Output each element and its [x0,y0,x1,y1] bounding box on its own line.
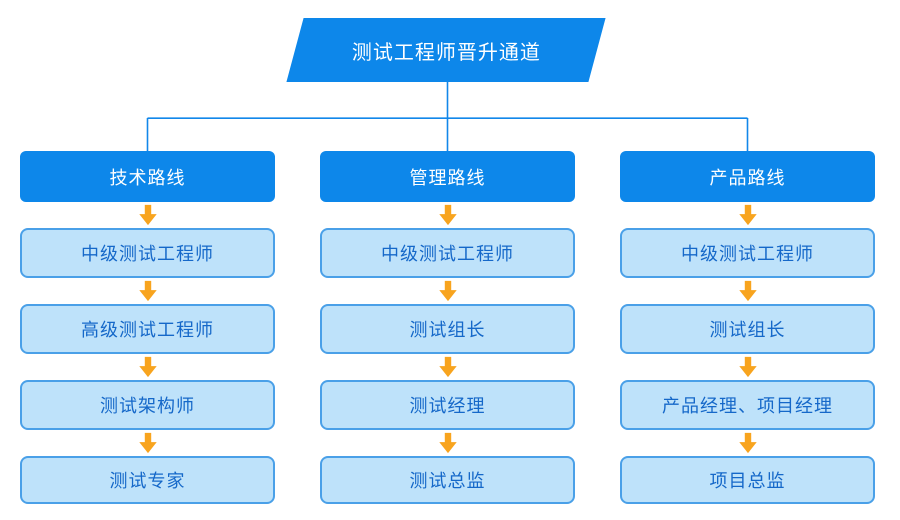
step-box: 测试总监 [320,456,575,504]
step-box: 测试组长 [320,304,575,354]
down-arrow-icon [620,430,875,456]
step-box: 中级测试工程师 [20,228,275,278]
step-box: 测试组长 [620,304,875,354]
down-arrow-icon [20,278,275,304]
down-arrow-icon [620,278,875,304]
down-arrow-icon [620,202,875,228]
down-arrow-icon [320,202,575,228]
down-arrow-icon [620,354,875,380]
down-arrow-icon [20,354,275,380]
step-box: 产品经理、项目经理 [620,380,875,430]
down-arrow-icon [320,278,575,304]
step-box: 测试经理 [320,380,575,430]
chart-title: 测试工程师晋升通道 [351,41,541,64]
down-arrow-icon [320,354,575,380]
step-box: 测试专家 [20,456,275,504]
column-header-technical: 技术路线 [20,151,275,202]
column-management: 管理路线 中级测试工程师 测试组长 测试经理 测试总监 [320,151,575,504]
title-parallelogram: 测试工程师晋升通道 [286,18,606,82]
down-arrow-icon [320,430,575,456]
column-header-management: 管理路线 [320,151,575,202]
step-box: 中级测试工程师 [620,228,875,278]
down-arrow-icon [20,430,275,456]
step-box: 测试架构师 [20,380,275,430]
step-box: 高级测试工程师 [20,304,275,354]
column-header-product: 产品路线 [620,151,875,202]
step-box: 中级测试工程师 [320,228,575,278]
column-technical: 技术路线 中级测试工程师 高级测试工程师 测试架构师 测试专家 [20,151,275,504]
down-arrow-icon [20,202,275,228]
step-box: 项目总监 [620,456,875,504]
column-product: 产品路线 中级测试工程师 测试组长 产品经理、项目经理 项目总监 [620,151,875,504]
